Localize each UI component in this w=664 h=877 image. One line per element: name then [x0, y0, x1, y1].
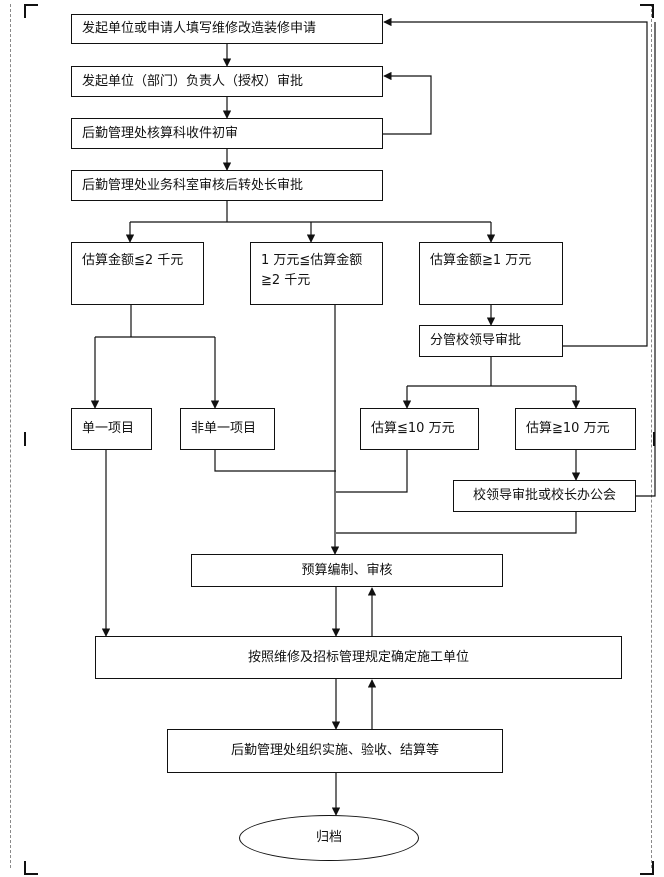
margin-tick-left — [24, 432, 26, 446]
edge-meeting-return-to-top — [636, 22, 656, 497]
edge-nonsingle-merge — [214, 450, 336, 472]
edge-meeting-merge — [336, 512, 577, 534]
node-initiate-apply-label: 发起单位或申请人填写维修改造装修申请 — [82, 21, 317, 36]
node-estimate-under-2-label: 估算金额≦2 千元 — [82, 253, 184, 268]
crop-mark-top-right — [640, 4, 654, 18]
node-vice-leader-approve: 分管校领导审批 — [419, 325, 563, 357]
node-estimate-1-to-2-label: 1 万元≦估算金额 ≧2 千元 — [261, 253, 363, 288]
node-unit-head-approve: 发起单位（部门）负责人（授权）审批 — [71, 66, 383, 97]
node-logistics-implement: 后勤管理处组织实施、验收、结算等 — [167, 729, 503, 773]
edge-under10-merge — [336, 450, 408, 493]
node-unit-head-approve-label: 发起单位（部门）负责人（授权）审批 — [82, 73, 304, 89]
node-select-contractor-label: 按照维修及招标管理规定确定施工单位 — [247, 649, 469, 665]
node-select-contractor: 按照维修及招标管理规定确定施工单位 — [95, 636, 622, 679]
node-school-leader-meeting-label: 校领导审批或校长办公会 — [472, 488, 616, 503]
page-frame — [10, 4, 652, 868]
node-archive-label: 归档 — [315, 830, 342, 845]
node-estimate-over-1-label: 估算金额≧1 万元 — [430, 253, 532, 268]
crop-mark-bottom-left — [24, 861, 38, 875]
crop-mark-top-left — [24, 4, 38, 18]
node-vice-leader-approve-label: 分管校领导审批 — [430, 333, 522, 348]
node-estimate-1-to-2: 1 万元≦估算金额 ≧2 千元 — [250, 242, 383, 305]
margin-tick-right — [653, 432, 655, 446]
node-non-single-item: 非单一项目 — [180, 408, 275, 450]
edge-return-to-head — [383, 71, 432, 135]
node-logistics-initial-review: 后勤管理处核算科收件初审 — [71, 118, 383, 149]
node-initiate-apply: 发起单位或申请人填写维修改造装修申请 — [71, 14, 383, 44]
node-estimate-under-10-label: 估算≦10 万元 — [371, 421, 455, 436]
node-archive: 归档 — [239, 815, 419, 861]
node-estimate-under-10: 估算≦10 万元 — [360, 408, 479, 450]
node-logistics-initial-review-label: 后勤管理处核算科收件初审 — [82, 125, 239, 141]
node-estimate-over-10: 估算≧10 万元 — [515, 408, 636, 450]
crop-mark-bottom-right — [640, 861, 654, 875]
node-logistics-implement-label: 后勤管理处组织实施、验收、结算等 — [230, 743, 439, 758]
node-budget-compile-label: 预算编制、审核 — [301, 562, 393, 578]
node-estimate-over-1: 估算金额≧1 万元 — [419, 242, 563, 305]
edge-vice-return-to-top — [383, 17, 648, 347]
node-non-single-item-label: 非单一项目 — [191, 421, 257, 436]
node-single-item-label: 单一项目 — [82, 421, 135, 436]
node-estimate-over-10-label: 估算≧10 万元 — [526, 421, 610, 436]
node-business-office-review: 后勤管理处业务科室审核后转处长审批 — [71, 170, 383, 201]
node-budget-compile: 预算编制、审核 — [191, 554, 503, 587]
node-single-item: 单一项目 — [71, 408, 152, 450]
node-school-leader-meeting: 校领导审批或校长办公会 — [453, 480, 636, 512]
node-estimate-under-2: 估算金额≦2 千元 — [71, 242, 204, 305]
node-business-office-review-label: 后勤管理处业务科室审核后转处长审批 — [82, 177, 304, 193]
